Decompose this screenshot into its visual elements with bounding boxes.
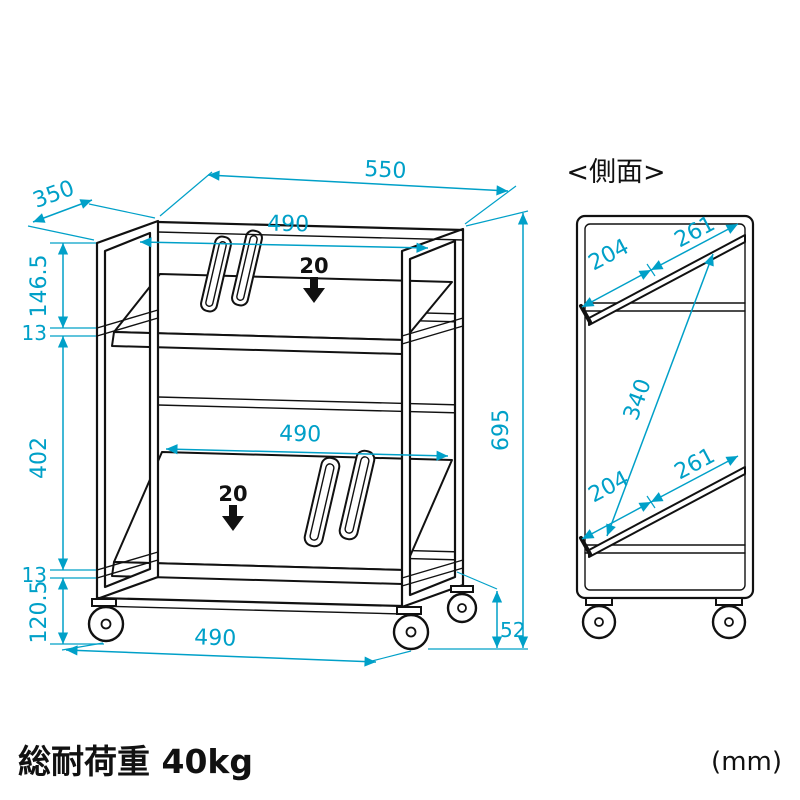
caster [711,597,747,640]
down-arrow-icon [222,516,244,531]
dim-base-width-label: 490 [194,625,237,651]
side-dimensions: 204 261 340 204 261 [581,211,739,540]
dim-seg-mid-label: 402 [27,437,52,479]
dim-rail-bottom-label: 13 [22,563,47,587]
dim-rail-top-label: 13 [22,321,47,345]
front-dimensions: 550 350 490 490 146.5 13 402 [22,157,529,667]
caster [446,585,478,624]
side-frame-outer [575,214,755,600]
slot-annotation-top: 20 [299,254,329,303]
dim-seg-bottom-label: 120.5 [27,581,52,644]
dim-caster-height-label: 52 [500,618,525,642]
slot-top-label: 20 [299,254,328,278]
dim-seg-top-label: 146.5 [27,255,52,318]
side-view-title: <側面> [566,157,665,188]
footer: 総耐荷重 40kg (mm) [18,742,782,781]
side-rails [96,309,464,587]
load-capacity-label: 総耐荷重 40kg [18,742,253,781]
caster [392,606,430,651]
dim-inner-width-bottom-label: 490 [279,421,322,447]
dim-inner-width-top-label: 490 [267,212,309,238]
caster [581,597,617,640]
slot-annotation-bottom: 20 [218,482,248,531]
down-arrow-icon [303,288,325,303]
caster [87,598,125,643]
front-view: 550 350 490 490 146.5 13 402 [22,157,529,667]
unit-label: (mm) [711,747,782,777]
slot-bottom-label: 20 [218,482,247,506]
side-view: <側面> [566,157,755,640]
dim-top-width-label: 550 [364,157,407,184]
top-shelf [111,273,453,355]
dim-height-label: 695 [489,409,514,451]
